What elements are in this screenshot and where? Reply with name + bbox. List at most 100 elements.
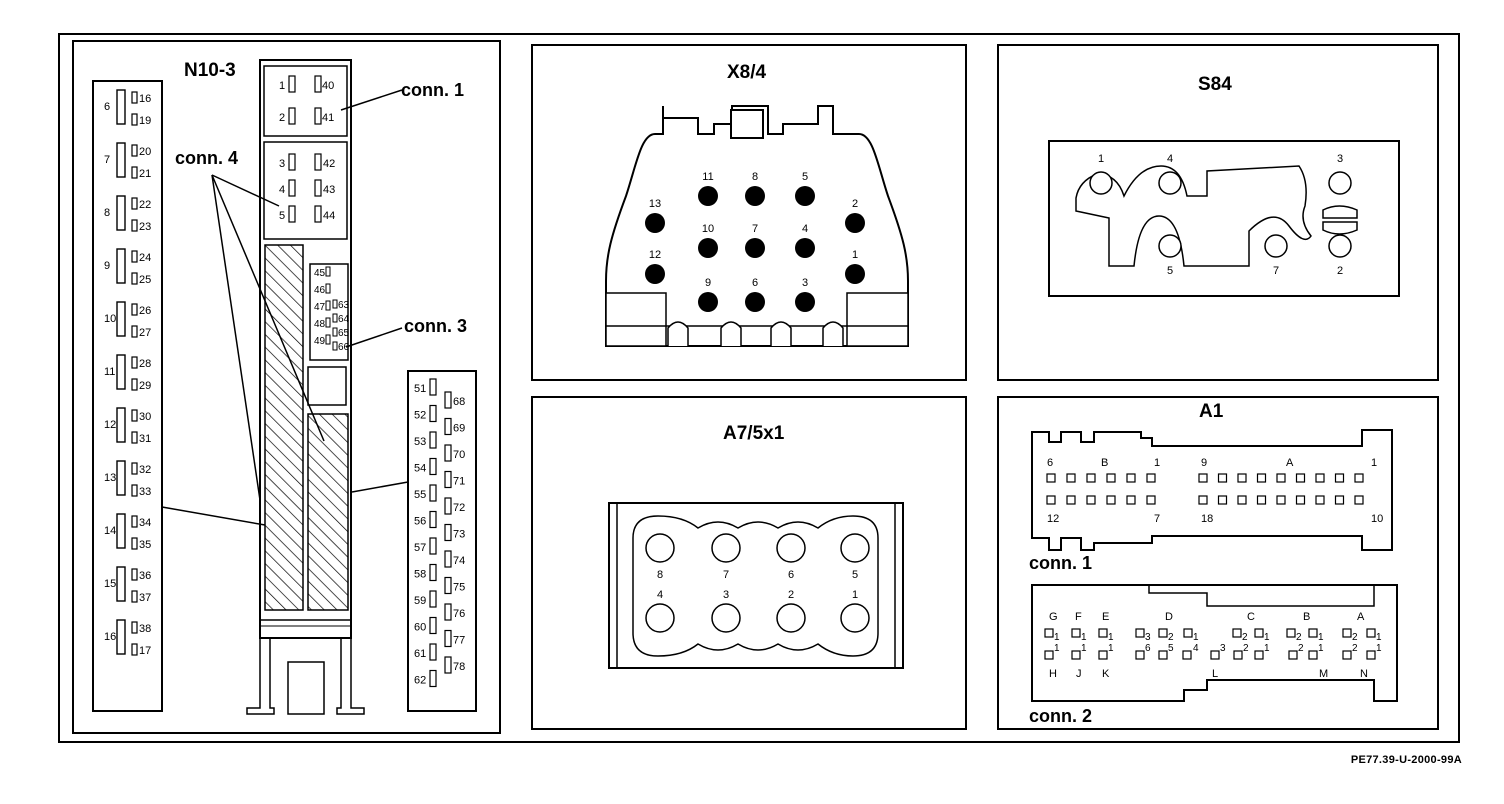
a7-5x1-pin xyxy=(776,603,806,633)
right-strip-pin xyxy=(429,616,437,635)
conn3-pin xyxy=(325,283,331,294)
right-strip-pin xyxy=(444,523,452,542)
left-strip-pin xyxy=(116,566,126,602)
left-strip-pin-label: 29 xyxy=(139,380,151,392)
x8-4-pin xyxy=(845,213,865,233)
right-strip-pin xyxy=(429,563,437,582)
left-strip-pin-label: 34 xyxy=(139,517,151,529)
a1-conn2-pin-mark: 1 xyxy=(1264,632,1270,643)
a1-conn2-pin xyxy=(1288,650,1298,660)
conn3-pin-label: 63 xyxy=(338,300,350,311)
a1-conn1-pin xyxy=(1256,473,1267,483)
x8-4-housing xyxy=(605,105,909,347)
x8-4-title: X8/4 xyxy=(727,62,767,83)
conn1-pin-label: 41 xyxy=(322,112,334,124)
right-strip-pin xyxy=(444,576,452,595)
right-strip-pin-label: 59 xyxy=(414,595,426,607)
a1-conn2-pin-mark: 2 xyxy=(1298,643,1304,654)
a1-conn2-pin-mark: 1 xyxy=(1376,643,1382,654)
left-strip-pin xyxy=(131,303,138,316)
left-strip-pin xyxy=(116,619,126,655)
conn3-pin-label: 47 xyxy=(314,302,326,313)
a1-conn1-pin xyxy=(1315,473,1325,483)
a1-conn1-label-text: 12 xyxy=(1047,513,1059,525)
conn1-pin xyxy=(314,75,322,93)
a1-conn2-pin-mark: 1 xyxy=(1376,632,1382,643)
right-strip-pin-label: 51 xyxy=(414,383,426,395)
x8-4-pin-label: 11 xyxy=(702,171,713,183)
left-strip-pin xyxy=(116,195,126,231)
a1-conn1-pin xyxy=(1198,495,1208,505)
a1-conn1-pin xyxy=(1334,495,1345,505)
left-strip-pin-label: 6 xyxy=(104,101,110,113)
left-strip-pin xyxy=(131,568,138,581)
x8-4-pin xyxy=(745,186,765,206)
left-strip-pin-label: 36 xyxy=(139,570,151,582)
a1-conn2-pin-mark: 1 xyxy=(1081,632,1087,643)
n10-3-drawing: 6161972021822239242510262711282912303113… xyxy=(92,59,477,715)
a1-conn1-pin xyxy=(1046,473,1056,483)
a1-conn2-label: conn. 2 xyxy=(1029,706,1093,726)
a7-5x1-pin xyxy=(840,533,870,563)
right-strip-pin-label: 53 xyxy=(414,436,426,448)
a1-conn2-pin xyxy=(1044,628,1054,638)
left-strip-pin xyxy=(131,409,138,422)
conn3-pin xyxy=(332,341,338,351)
a1-conn1-pin xyxy=(1066,495,1076,505)
a1-conn2-pin xyxy=(1098,628,1108,638)
a1-conn2-pin xyxy=(1232,628,1242,638)
a7-5x1-pin-label: 7 xyxy=(723,569,729,581)
a1-conn2-letter: G xyxy=(1049,611,1058,623)
a1-title: A1 xyxy=(1199,401,1224,422)
left-strip-pin-label: 12 xyxy=(104,419,116,431)
a7-5x1-pin-label: 6 xyxy=(788,569,794,581)
x8-4-pin xyxy=(645,213,665,233)
conn4-pin-label: 3 xyxy=(279,158,285,170)
a1-conn2-letter: L xyxy=(1212,668,1218,680)
right-strip-pin xyxy=(444,656,452,674)
right-strip-pins: 5152535455565758596061626869707172737475… xyxy=(414,378,465,688)
right-strip-pin xyxy=(429,669,437,688)
a1-conn2-pin xyxy=(1286,628,1296,638)
left-strip-pin xyxy=(131,197,138,210)
s84-pin-label: 1 xyxy=(1098,153,1104,165)
s84-pin-label: 5 xyxy=(1167,265,1173,277)
a1-conn2-pin-mark: 1 xyxy=(1108,632,1114,643)
a1-conn1-pin xyxy=(1086,495,1096,505)
a1-conn2-pin xyxy=(1210,650,1220,660)
left-strip-pin-label: 35 xyxy=(139,539,151,551)
a1-conn1-pin xyxy=(1146,495,1156,505)
a7-5x1-pin-label: 1 xyxy=(852,589,858,601)
a1-conn1-pin xyxy=(1126,473,1136,483)
conn3-pin xyxy=(325,334,331,345)
conn3-pin-label: 65 xyxy=(338,328,350,339)
left-strip-pin-label: 17 xyxy=(139,645,151,657)
s84-pin-label: 4 xyxy=(1167,153,1173,165)
s84-pin xyxy=(1089,171,1113,195)
conn3-pin xyxy=(325,266,331,277)
conn1-pin xyxy=(288,107,296,125)
s84-pin xyxy=(1328,234,1352,258)
right-strip-pin xyxy=(429,590,437,608)
right-strip-pin xyxy=(444,444,452,462)
left-strip-pin xyxy=(131,91,138,104)
a1-conn1-pin xyxy=(1066,473,1076,483)
left-strip-pin xyxy=(131,144,138,157)
left-strip-pin xyxy=(131,113,138,126)
a1-conn2-pin xyxy=(1071,628,1081,638)
s84-pin xyxy=(1158,234,1182,258)
x8-4-pin-label: 2 xyxy=(852,198,858,210)
left-strip-pin-label: 38 xyxy=(139,623,151,635)
conn1-pin xyxy=(288,75,296,93)
left-strip-pin-label: 33 xyxy=(139,486,151,498)
leader-lines xyxy=(161,89,409,526)
n10-3-title: N10-3 xyxy=(184,60,236,81)
x8-4-pin-label: 6 xyxy=(752,277,758,289)
